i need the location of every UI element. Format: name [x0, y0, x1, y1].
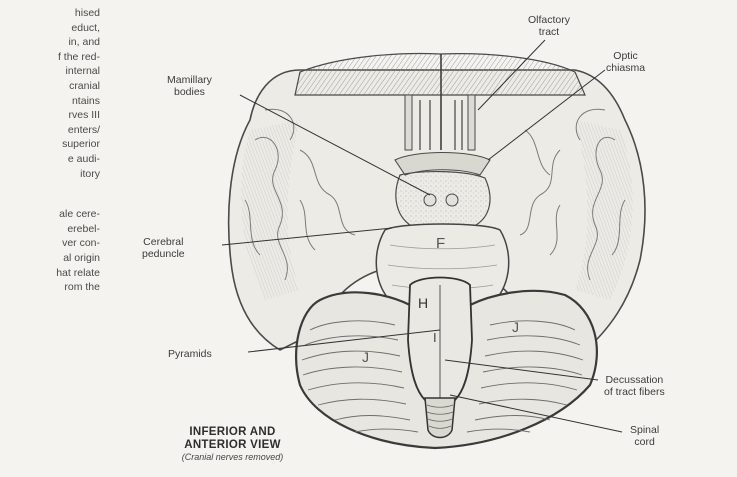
frontal-lobe-region	[295, 54, 585, 95]
label-olfactory-tract: Olfactory tract	[528, 14, 570, 38]
mamillary-body-left	[424, 194, 436, 206]
caption-line-1: INFERIOR AND	[150, 426, 315, 439]
label-mamillary-bodies: Mamillary bodies	[167, 74, 212, 98]
label-spinal-cord: Spinal cord	[630, 424, 659, 448]
olfactory-tract-right	[468, 95, 475, 150]
label-pyramids: Pyramids	[168, 348, 212, 360]
label-optic-chiasma: Optic chiasma	[606, 50, 645, 74]
letter-I: I	[433, 330, 437, 345]
mamillary-body-right	[446, 194, 458, 206]
spinal-cord-segment	[425, 398, 455, 438]
hypothalamus-region	[396, 172, 490, 228]
letter-H: H	[418, 295, 428, 311]
letter-J-left: J	[362, 349, 369, 365]
view-caption: INFERIOR AND ANTERIOR VIEW (Cranial nerv…	[150, 426, 315, 463]
letter-J-right: J	[512, 319, 519, 335]
letter-F: F	[436, 235, 445, 252]
olfactory-tract-left	[405, 95, 412, 150]
caption-line-3: (Cranial nerves removed)	[150, 452, 315, 463]
caption-line-2: ANTERIOR VIEW	[150, 439, 315, 452]
label-decussation: Decussation of tract fibers	[604, 374, 665, 398]
label-cerebral-peduncle: Cerebral peduncle	[142, 236, 185, 260]
